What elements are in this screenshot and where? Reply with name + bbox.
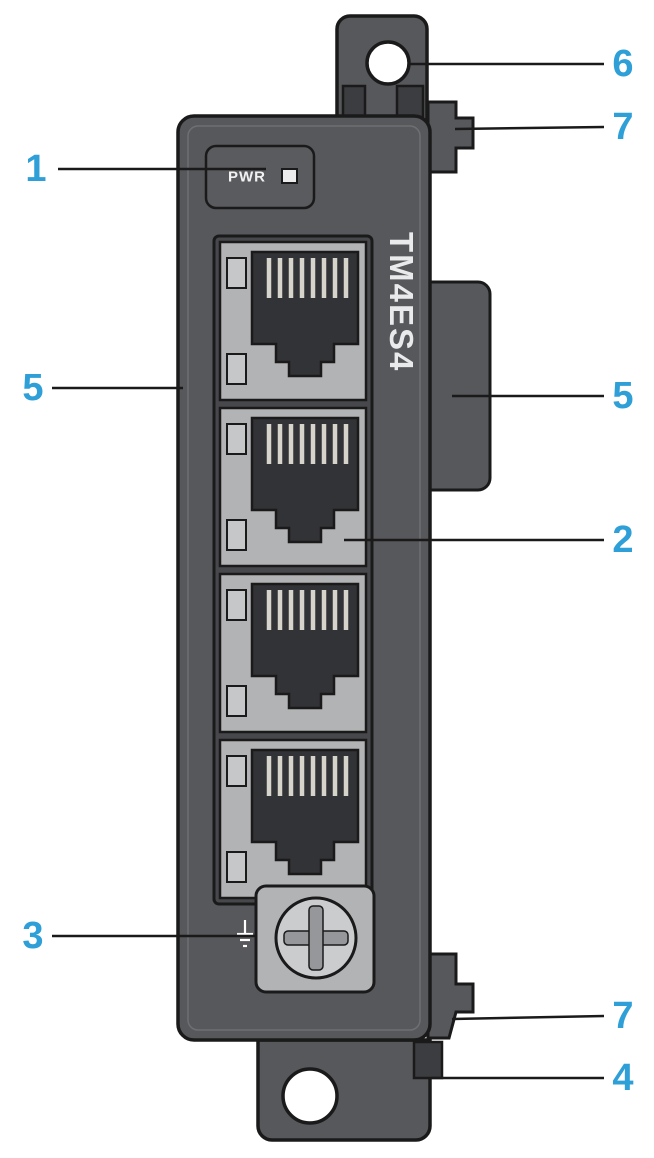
callout-7-bottom-line <box>451 1014 605 1021</box>
bottom-tab-latch <box>412 1040 444 1080</box>
ethernet-port-1 <box>218 240 368 402</box>
rj45-pins <box>266 424 349 464</box>
power-led-panel: PWR <box>204 144 316 210</box>
callout-3: 3 <box>22 915 43 957</box>
ethernet-port-2 <box>218 406 368 568</box>
mounting-hole-bottom <box>281 1067 339 1125</box>
ethernet-port-4 <box>218 738 368 900</box>
ground-screw-slot-vertical <box>308 905 324 971</box>
port-led-bottom <box>226 353 247 385</box>
callout-4: 4 <box>612 1057 633 1099</box>
callout-7-top-line <box>454 125 605 131</box>
callout-leader-lines <box>52 62 605 1080</box>
ground-screw-assembly <box>237 884 376 994</box>
functional-earth-icon <box>237 920 253 948</box>
top-tab-latch-right <box>395 84 425 120</box>
callout-6: 6 <box>612 43 633 85</box>
port-led-top <box>226 589 247 621</box>
pwr-label: PWR <box>228 169 266 186</box>
callout-2: 2 <box>612 519 633 561</box>
callout-1: 1 <box>25 148 46 190</box>
rj45-pins <box>266 590 349 630</box>
mounting-hole-top <box>365 40 411 86</box>
power-led <box>281 168 298 184</box>
module-model-label: TM4ES4 <box>383 232 420 372</box>
top-right-clip <box>426 100 475 174</box>
rj45-pins <box>266 258 349 298</box>
port-led-bottom <box>226 519 247 551</box>
module-body-inner-edge <box>187 125 421 1031</box>
rj45-pins <box>266 756 349 796</box>
top-mounting-tab <box>335 14 429 122</box>
power-panel-plate <box>204 144 316 210</box>
ethernet-port-3 <box>218 572 368 734</box>
callout-7-top: 7 <box>612 106 633 148</box>
port-led-top <box>226 755 247 787</box>
din-rail-block <box>426 280 492 492</box>
port-led-bottom <box>226 851 247 883</box>
bottom-right-clip <box>426 952 475 1040</box>
port-led-top <box>226 423 247 455</box>
port-led-bottom <box>226 685 247 717</box>
callout-7-bottom: 7 <box>612 995 633 1037</box>
bottom-mounting-tab <box>256 1038 444 1142</box>
top-tab-latch-left <box>341 84 367 120</box>
callout-5-right: 5 <box>612 375 633 417</box>
port-led-top <box>226 257 247 289</box>
callout-5-left: 5 <box>22 367 43 409</box>
